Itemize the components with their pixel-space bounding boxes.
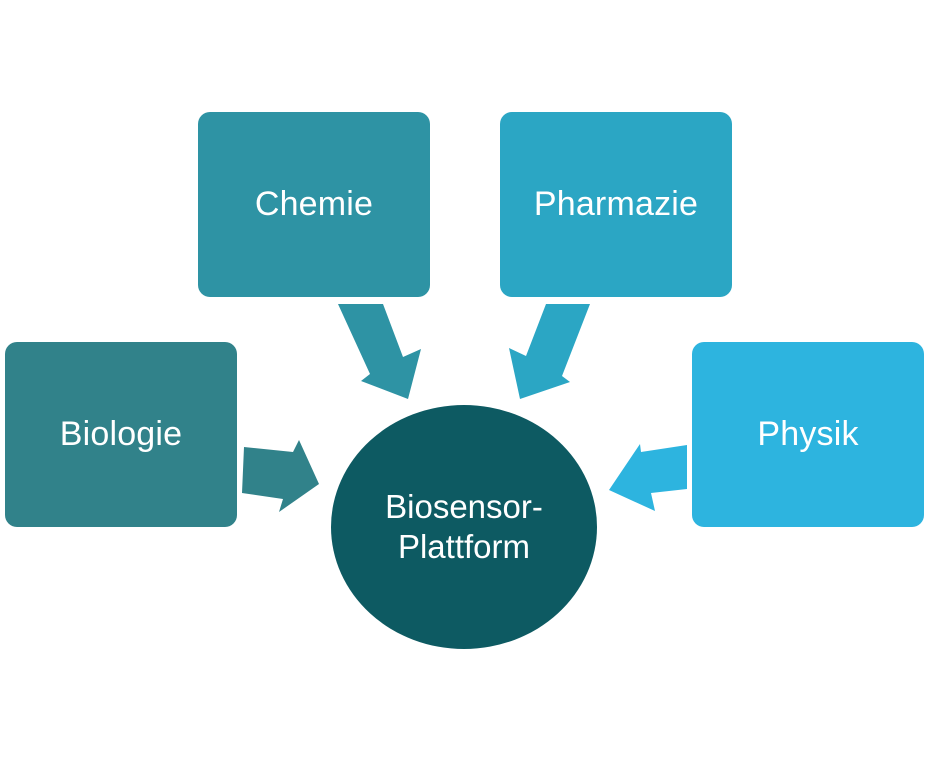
center-label-line1: Biosensor-	[385, 488, 543, 526]
arrow-biologie-to-center	[242, 440, 319, 512]
box-biologie-label: Biologie	[59, 415, 183, 453]
center-label-line2: Plattform	[397, 528, 531, 565]
box-pharmazie: Pharmazie	[500, 112, 732, 297]
box-biologie: Biologie	[5, 342, 237, 527]
box-chemie-label: Chemie	[254, 185, 374, 223]
center-circle-biosensor-plattform: Biosensor- Plattform	[331, 405, 597, 649]
box-pharmazie-label: Pharmazie	[533, 185, 699, 223]
box-chemie: Chemie	[198, 112, 430, 297]
arrow-physik-to-center	[609, 444, 687, 511]
box-physik: Physik	[692, 342, 924, 527]
box-physik-label: Physik	[757, 415, 859, 453]
arrow-chemie-to-center	[338, 304, 421, 399]
arrow-pharmazie-to-center	[509, 304, 590, 399]
